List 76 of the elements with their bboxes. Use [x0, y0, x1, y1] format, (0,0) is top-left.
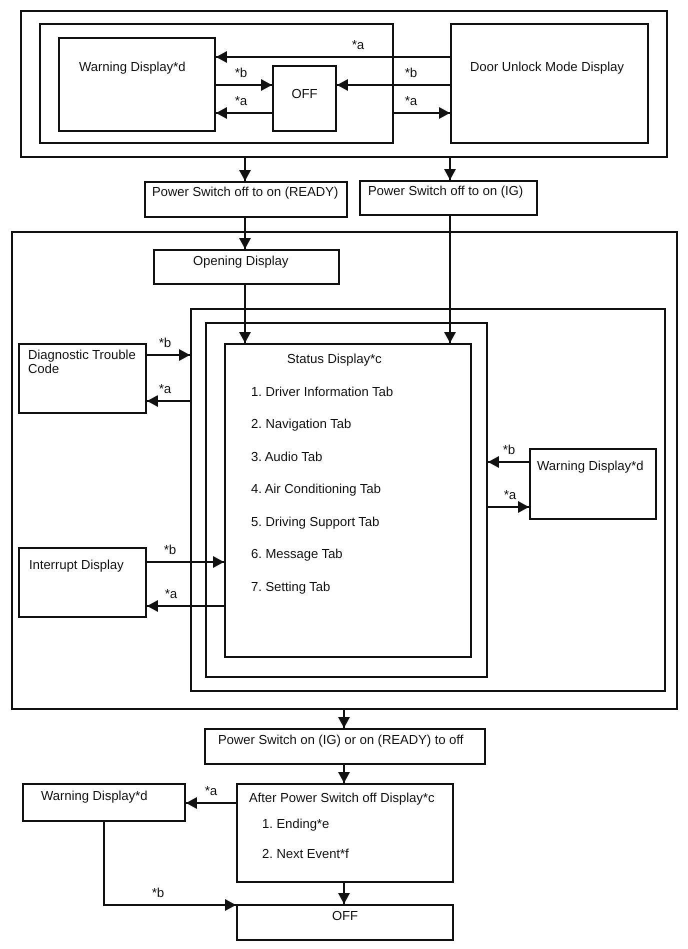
arrow — [147, 600, 224, 612]
arrow — [147, 395, 190, 407]
arrow — [488, 501, 529, 513]
state-box — [204, 728, 486, 765]
edge-label: *a — [350, 37, 366, 52]
box-label: Warning Display*d — [41, 788, 148, 803]
arrow — [337, 79, 450, 91]
list-item: 7. Setting Tab — [251, 578, 330, 594]
list-item: 1. Driver Information Tab — [251, 384, 394, 398]
state-box — [224, 343, 472, 658]
box-label: OFF — [292, 86, 318, 101]
box-label: Power Switch off to on (READY) — [152, 184, 338, 199]
box-label: Interrupt Display — [29, 557, 124, 572]
arrow — [103, 822, 236, 911]
arrow — [488, 456, 529, 468]
box-label: Warning Display*d — [537, 458, 644, 473]
group-frame — [20, 10, 668, 158]
box-label: Power Switch off to on (IG) — [368, 183, 524, 198]
arrow — [338, 765, 350, 783]
edge-label: *a — [158, 381, 172, 396]
edge-label: *a — [164, 586, 178, 601]
list-item: 4. Air Conditioning Tab — [251, 481, 381, 496]
arrow — [147, 556, 224, 568]
box-title: After Power Switch off Display*c — [249, 790, 434, 805]
box-label: Warning Display*d — [79, 59, 186, 74]
arrow — [239, 285, 251, 343]
group-frame — [190, 308, 666, 692]
state-box — [450, 23, 649, 144]
list-item: 2. Navigation Tab — [251, 416, 352, 431]
box-title: Status Display*c — [287, 351, 382, 366]
arrow — [444, 158, 456, 180]
edge-label: *a — [234, 93, 248, 108]
state-box — [272, 65, 337, 132]
arrow — [394, 107, 450, 119]
arrow — [216, 79, 272, 91]
state-box — [236, 783, 454, 883]
arrow — [239, 218, 251, 249]
list-item: 6. Message Tab — [251, 546, 343, 561]
list-item: 3. Audio Tab — [251, 448, 322, 464]
list-item: 1. Ending*e — [262, 816, 330, 831]
edge-label: *b — [234, 65, 248, 80]
state-box — [529, 448, 657, 520]
arrow — [338, 883, 350, 904]
arrow — [338, 710, 350, 728]
box-label: Diagnostic Trouble Code — [28, 348, 137, 376]
edge-label: *a — [502, 487, 518, 502]
state-box — [22, 783, 186, 822]
arrow — [147, 349, 190, 361]
state-box — [144, 181, 348, 218]
arrow — [216, 107, 272, 119]
state-box — [18, 343, 147, 414]
state-box — [58, 37, 216, 132]
box-label: Opening Display — [193, 253, 288, 268]
group-frame — [39, 23, 394, 144]
edge-label: *b — [150, 885, 166, 900]
list-item: 2. Next Event*f — [262, 846, 349, 861]
arrow — [186, 797, 236, 809]
list-item: 5. Driving Support Tab — [251, 514, 380, 528]
edge-label: *a — [404, 93, 418, 108]
edge-label: *b — [158, 335, 172, 350]
arrow — [444, 216, 456, 343]
state-box — [153, 249, 340, 285]
state-box — [236, 904, 454, 941]
group-frame — [11, 231, 678, 710]
box-label: Power Switch on (IG) or on (READY) to off — [218, 732, 464, 747]
group-frame — [205, 322, 488, 678]
state-box — [18, 547, 147, 618]
arrow — [216, 51, 450, 63]
edge-label: *b — [404, 65, 418, 80]
box-label: Door Unlock Mode Display — [470, 59, 624, 74]
edge-label: *a — [204, 783, 218, 798]
edge-label: *b — [162, 542, 178, 557]
edge-label: *b — [502, 442, 516, 457]
state-box — [359, 180, 538, 216]
box-label: OFF — [332, 908, 358, 923]
arrow — [239, 158, 251, 181]
